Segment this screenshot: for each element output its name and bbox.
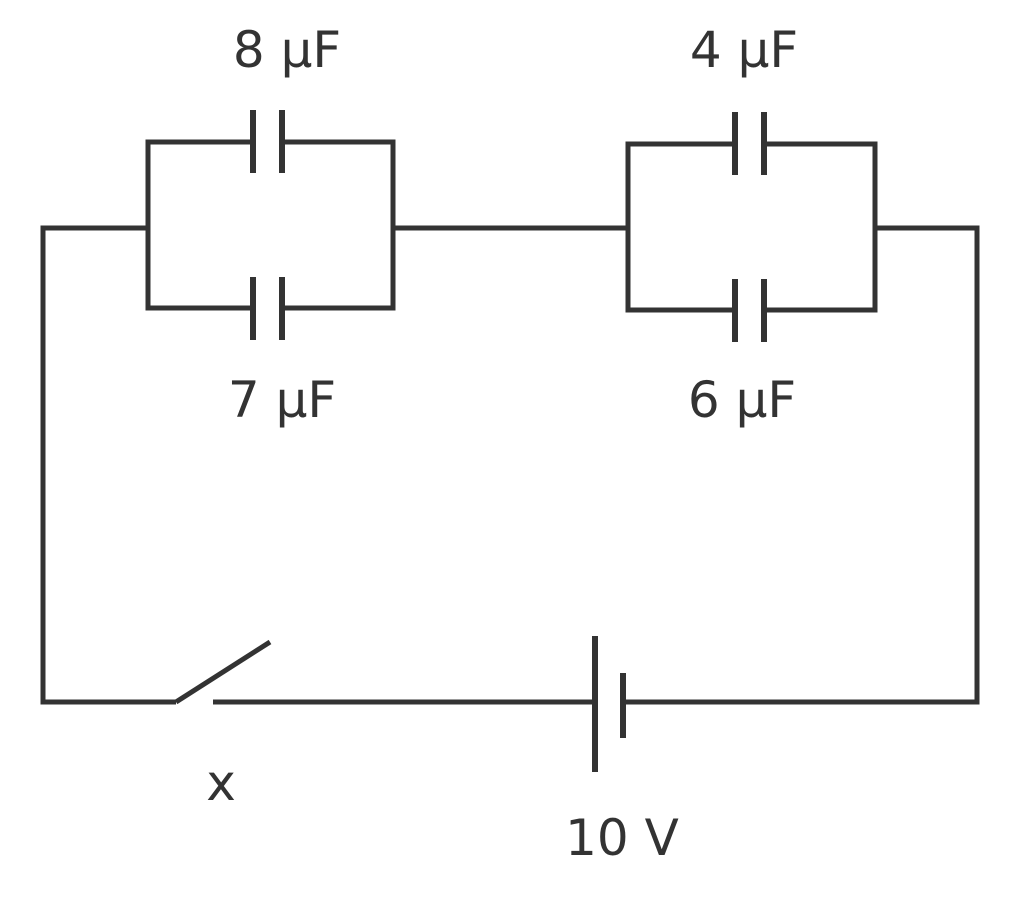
left-group-top-branch-left (145, 139, 253, 311)
right-group-branch-right (764, 141, 878, 313)
capacitor-7uf-label: 7 μF (228, 371, 336, 429)
switch-lever[interactable] (174, 639, 272, 705)
right-parallel-group (625, 112, 878, 342)
left-parallel-group (145, 110, 396, 340)
capacitor-8uf-label: 8 μF (233, 21, 341, 79)
left-wire (40, 225, 176, 705)
battery-symbol (592, 636, 626, 772)
capacitor-8uf (250, 110, 285, 173)
capacitor-6uf (732, 279, 767, 342)
capacitor-7uf (250, 277, 285, 340)
right-wire (623, 225, 980, 705)
battery-label: 10 V (565, 809, 679, 867)
capacitor-4uf-label: 4 μF (690, 21, 798, 79)
left-group-top-branch-right (282, 139, 396, 311)
capacitor-6uf-label: 6 μF (688, 371, 796, 429)
right-group-branch-left (625, 141, 735, 313)
switch-label: x (206, 754, 236, 812)
capacitor-4uf (732, 112, 767, 175)
